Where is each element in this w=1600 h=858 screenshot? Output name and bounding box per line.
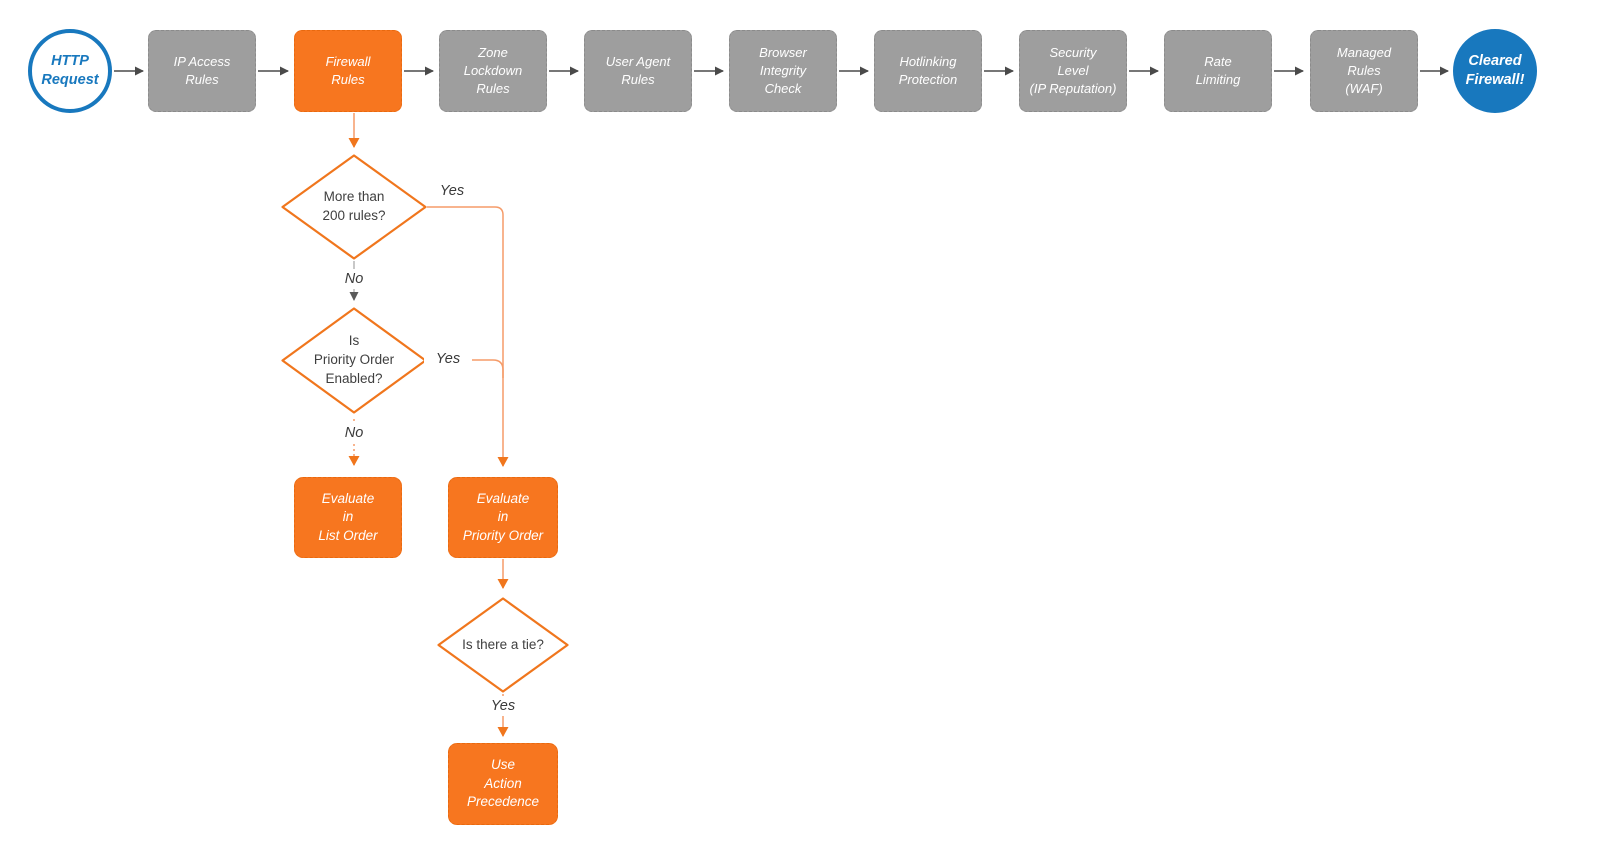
stage-zone-lockdown-rules: Zone Lockdown Rules	[439, 30, 547, 112]
action-evaluate-in-priority-order: Evaluate in Priority Order	[448, 477, 558, 558]
stage-label: Firewall Rules	[325, 54, 371, 87]
decision-label: Is there a tie?	[462, 636, 544, 652]
stage-label: IP Access Rules	[173, 54, 231, 87]
diamond-shape	[437, 597, 569, 693]
action-use-action-precedence: Use Action Precedence	[448, 743, 558, 825]
action-label: Use Action Precedence	[466, 757, 540, 810]
decision-is-there-a-tie: Is there a tie?	[437, 597, 569, 693]
decision-label: More than 200 rules?	[322, 189, 386, 223]
decision-more-than-200-rules: More than 200 rules?	[281, 154, 427, 260]
start-node-http-request: HTTP Request	[28, 29, 112, 113]
branch-arrows	[348, 113, 509, 737]
diamond-shape	[281, 154, 427, 260]
edge-label-no-priority-enabled: No	[330, 423, 378, 443]
diamond-shape	[281, 307, 427, 414]
stage-security-level-ip-reputation: Security Level (IP Reputation)	[1019, 30, 1127, 112]
stage-label: Hotlinking Protection	[898, 54, 958, 87]
action-evaluate-in-list-order: Evaluate in List Order	[294, 477, 402, 558]
stage-hotlinking-protection: Hotlinking Protection	[874, 30, 982, 112]
edge-label-yes-priority-enabled: Yes	[424, 349, 472, 369]
edge-label-no-more-than-200: No	[330, 269, 378, 289]
stage-label: Rate Limiting	[1195, 54, 1241, 87]
stage-user-agent-rules: User Agent Rules	[584, 30, 692, 112]
stage-rate-limiting: Rate Limiting	[1164, 30, 1272, 112]
decision-priority-order-enabled: Is Priority Order Enabled?	[281, 307, 427, 414]
stage-managed-rules-waf: Managed Rules (WAF)	[1310, 30, 1418, 112]
action-label: Evaluate in List Order	[318, 490, 378, 543]
start-node-label: HTTP Request	[41, 53, 99, 88]
stage-label: Browser Integrity Check	[759, 45, 807, 96]
action-label: Evaluate in Priority Order	[462, 490, 544, 543]
end-node-cleared-firewall: Cleared Firewall!	[1453, 29, 1537, 113]
stage-label: Zone Lockdown Rules	[463, 45, 523, 96]
edge-label-yes-more-than-200: Yes	[428, 181, 476, 201]
stage-browser-integrity-check: Browser Integrity Check	[729, 30, 837, 112]
stage-ip-access-rules: IP Access Rules	[148, 30, 256, 112]
edge-label-yes-tie: Yes	[479, 696, 527, 716]
stage-label: User Agent Rules	[605, 54, 671, 87]
decision-label: Is Priority Order Enabled?	[313, 333, 395, 386]
stage-firewall-rules: Firewall Rules	[294, 30, 402, 112]
stage-label: Security Level (IP Reputation)	[1029, 45, 1117, 96]
end-node-label: Cleared Firewall!	[1465, 53, 1525, 88]
stage-label: Managed Rules (WAF)	[1336, 45, 1392, 96]
